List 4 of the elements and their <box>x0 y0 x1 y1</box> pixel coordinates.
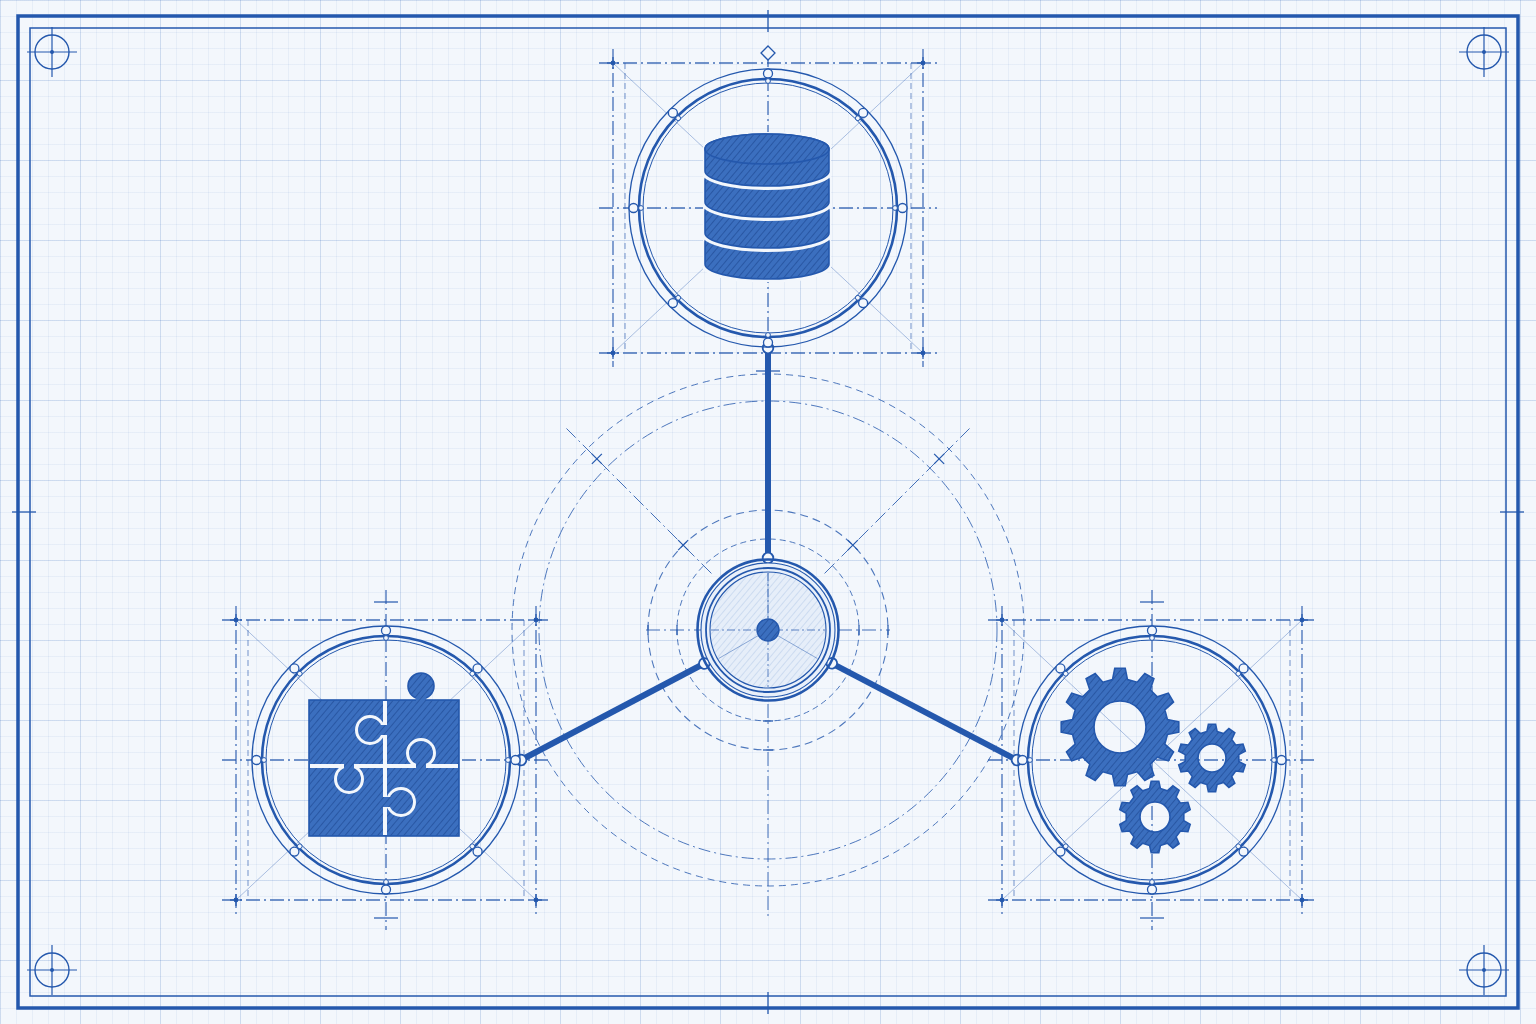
icon-ring <box>628 68 908 348</box>
icon-ring <box>1017 625 1287 895</box>
icon-ring <box>251 625 521 895</box>
hub-ring <box>696 558 840 702</box>
